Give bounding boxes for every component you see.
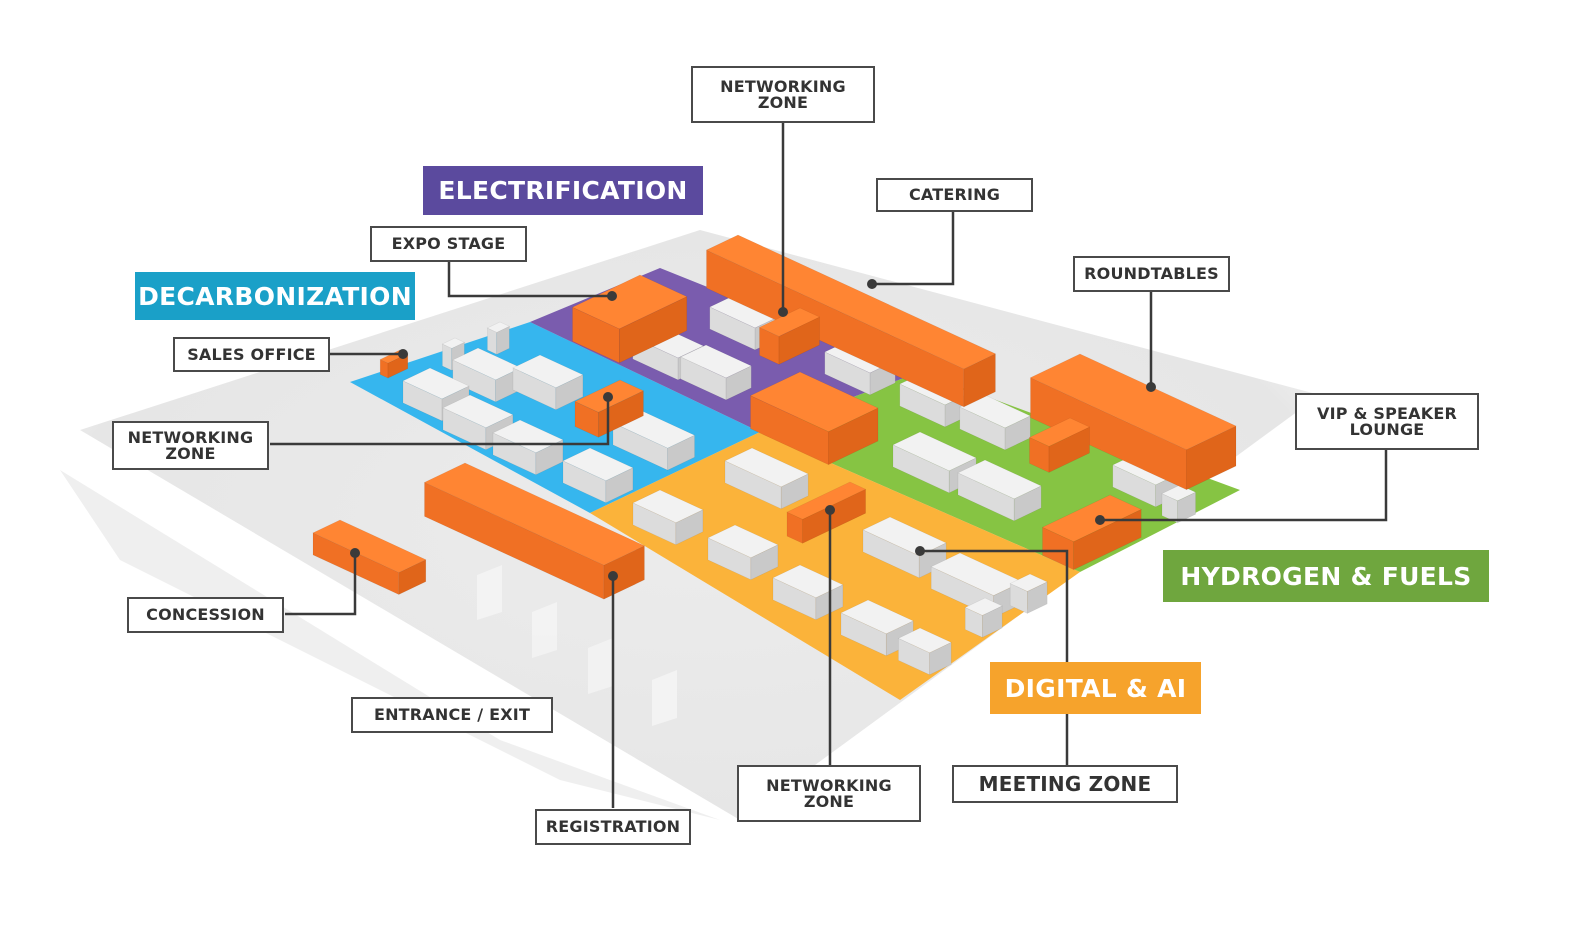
label-networking-zone-bottom: NETWORKING ZONE	[737, 765, 921, 822]
zone-banner-hydrogen: HYDROGEN & FUELS	[1163, 550, 1489, 602]
label-catering: CATERING	[876, 178, 1033, 212]
booth	[707, 524, 779, 581]
zone-banner-electrification: ELECTRIFICATION	[423, 166, 703, 215]
booth	[840, 599, 914, 657]
sales-office-structure	[379, 349, 409, 379]
catering-structure	[705, 234, 997, 408]
booth	[680, 344, 752, 401]
booth	[486, 321, 511, 355]
booth	[892, 431, 977, 494]
booth	[1009, 573, 1048, 614]
label-meeting-zone: MEETING ZONE	[952, 765, 1178, 803]
electrification-stage-structure	[749, 371, 879, 466]
booth	[512, 354, 584, 411]
booth	[452, 347, 522, 403]
booth	[897, 627, 952, 676]
label-networking-zone-top: NETWORKING ZONE	[691, 66, 875, 123]
zone-floor-digital	[590, 432, 1080, 700]
label-registration: REGISTRATION	[535, 809, 691, 845]
roundtables-structure	[1029, 353, 1237, 491]
label-vip-speaker-lounge: VIP & SPEAKER LOUNGE	[1295, 393, 1479, 450]
networking-zone-bottom-structure	[786, 481, 867, 544]
expo-stage-structure	[571, 274, 688, 364]
zone-banner-decarbonization: DECARBONIZATION	[135, 272, 415, 320]
booth	[957, 459, 1042, 522]
booth	[964, 597, 1003, 638]
booth	[632, 489, 704, 546]
hydrogen-meeting-structure	[1028, 417, 1091, 473]
booth	[562, 447, 634, 504]
label-concession: CONCESSION	[127, 597, 284, 633]
zone-banner-digital: DIGITAL & AI	[990, 662, 1201, 714]
entrance-doors	[477, 565, 677, 726]
label-entrance-exit: ENTRANCE / EXIT	[351, 697, 553, 733]
leader-dots	[350, 279, 1156, 581]
booth	[959, 394, 1031, 451]
label-sales-office: SALES OFFICE	[173, 337, 330, 372]
label-expo-stage: EXPO STAGE	[370, 226, 527, 262]
booth	[724, 447, 809, 510]
leader-lines	[270, 122, 1388, 808]
label-networking-zone-left: NETWORKING ZONE	[112, 421, 269, 470]
networking-zone-top-structure	[758, 307, 821, 365]
label-roundtables: ROUNDTABLES	[1073, 256, 1230, 292]
